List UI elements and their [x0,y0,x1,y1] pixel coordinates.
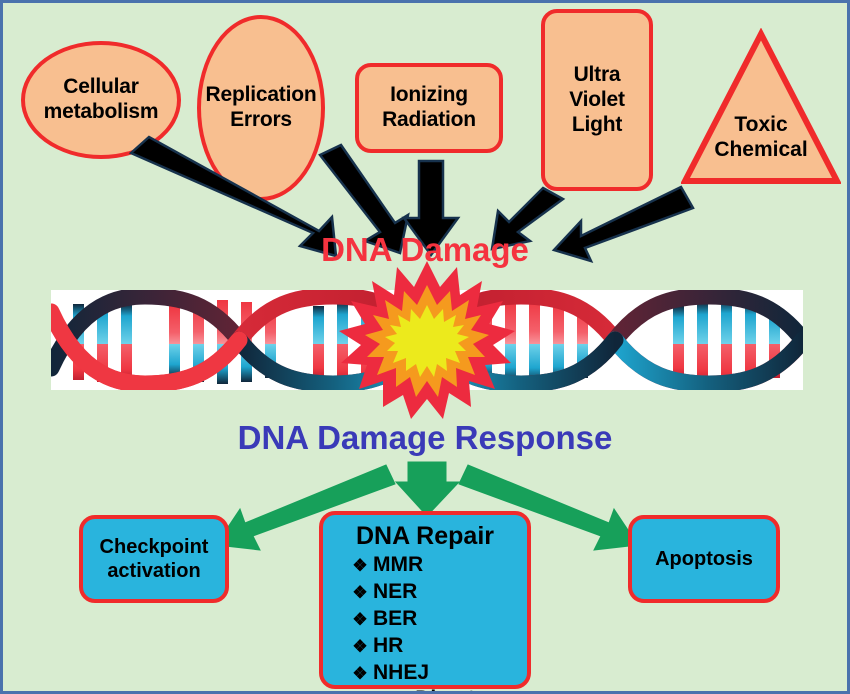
dna-repair-list: ❖MMR❖NER❖BER❖HR❖NHEJ❖Direct Reversal [333,552,517,691]
dna-repair-item-label: HR [373,633,404,657]
outcome-label-checkpoint-activation: Checkpoint activation [100,535,209,583]
dna-damage-title: DNA Damage [321,231,529,268]
source-label-line1: Ultra Violet [569,63,625,111]
source-node-cellular-metabolism[interactable]: Cellular metabolism [21,41,181,159]
dna-repair-item: ❖ MMR [333,552,517,579]
dna-repair-item: ❖BER [333,606,517,633]
dna-repair-item-label: MMR [373,553,424,576]
outcome-label-line1: Checkpoint [99,536,209,558]
outcome-label-line2: activation [107,560,201,582]
outcome-box-checkpoint-activation[interactable]: Checkpoint activation [79,515,229,603]
source-label-line2: metabolism [43,100,159,123]
source-label-ionizing-radiation: Ionizing Radiation [382,83,476,133]
source-label-cellular-metabolism: Cellular metabolism [44,75,159,125]
source-label-line2: Radiation [382,108,476,131]
dna-damage-response-title: DNA Damage Response [237,419,613,456]
diamond-bullet-icon: ❖ [352,582,368,602]
diamond-bullet-icon: ❖ [352,609,368,629]
outcome-label-apoptosis: Apoptosis [655,548,753,570]
dna-repair-item-label: Direct Reversal [373,686,517,691]
dna-repair-item-label: NHEJ [373,660,430,684]
source-label-replication-errors: Replication Errors [206,83,317,133]
source-label-ultra-violet-light: Ultra Violet Light [545,63,649,137]
dna-repair-item: ❖NHEJ [333,660,517,687]
arrow-response-to-repair [394,461,461,517]
dna-repair-title: DNA Repair [356,522,494,550]
dna-strand-accent-3 [42,303,248,393]
diamond-bullet-icon: ❖ [347,689,373,691]
outcome-box-dna-repair[interactable]: DNA Repair ❖MMR❖NER❖BER❖HR❖NHEJ❖Direct R… [319,511,531,691]
source-node-replication-errors[interactable]: Replication Errors [197,15,325,201]
source-label-line1: Cellular [63,75,139,99]
dna-strand-accent-2 [606,331,812,393]
source-label-line1: Replication [205,83,317,107]
dna-repair-item: ❖NER [333,579,517,606]
diamond-bullet-icon: ❖ [352,663,368,683]
source-node-ionizing-radiation[interactable]: Ionizing Radiation [355,63,503,153]
outcome-box-apoptosis[interactable]: Apoptosis [628,515,780,603]
source-label-line1: Ionizing [390,83,468,107]
source-label-line2: Errors [230,108,292,131]
dna-repair-item: ❖Direct Reversal [333,686,517,691]
source-label-line2: Light [571,112,623,136]
source-node-toxic-chemical[interactable]: Toxic Chemical [680,27,842,188]
source-node-ultra-violet-light[interactable]: Ultra Violet Light [541,9,653,191]
dna-helix-band [42,287,812,393]
diamond-bullet-icon: ❖ [352,556,368,575]
diamond-bullet-icon: ❖ [352,636,368,656]
dna-repair-item: ❖HR [333,633,517,660]
triangle-shape [680,27,842,184]
dna-repair-item-label: BER [373,606,418,630]
dna-repair-item-label: NER [373,579,418,603]
dna-helix-graphic [42,287,812,393]
